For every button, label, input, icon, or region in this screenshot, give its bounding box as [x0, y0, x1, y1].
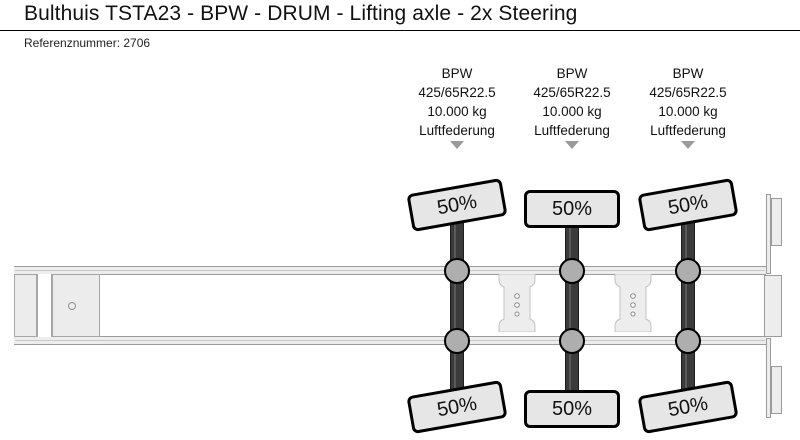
- axle-2-capacity: 10.000 kg: [542, 104, 602, 119]
- axle-3-shaft-middle: [681, 272, 695, 338]
- axle-1-shaft-middle: [450, 272, 464, 338]
- reference-number: Referenznummer: 2706: [24, 36, 151, 50]
- axle-2-brand: BPW: [556, 66, 588, 81]
- axle-1-hub-top: [444, 258, 470, 284]
- chassis-rail-bottom-seam: [15, 340, 765, 341]
- kingpin-plate: [52, 274, 100, 337]
- axle-3-capacity: 10.000 kg: [658, 104, 718, 119]
- axle-2-hub-top: [559, 258, 585, 284]
- axle-3-tread-label-bottom: 50%: [637, 379, 739, 435]
- axle-spec-3: BPW 425/65R22.5 10.000 kg Luftfederung: [629, 64, 747, 149]
- rear-frame-upright-bottom: [766, 338, 771, 418]
- axle-3-tyre-size: 425/65R22.5: [649, 85, 727, 100]
- rear-frame-upright-top: [766, 194, 771, 274]
- axle-spec-2: BPW 425/65R22.5 10.000 kg Luftfederung: [513, 64, 631, 149]
- axle-3-hub-bottom: [675, 328, 701, 354]
- kingpin-hole-icon: [68, 302, 76, 310]
- axle-1-suspension: Luftfederung: [419, 123, 495, 138]
- axle-1-brand: BPW: [441, 66, 473, 81]
- axle-1-tread-label-top: 50%: [406, 177, 508, 233]
- rear-bumper-plate-bottom: [771, 366, 782, 414]
- axle-1-tread-label-bottom: 50%: [406, 379, 508, 435]
- chassis-rail-top-seam: [15, 270, 765, 271]
- down-arrow-icon: [565, 141, 579, 149]
- axle-3-suspension: Luftfederung: [650, 123, 726, 138]
- axle-2-tread-label-top: 50%: [524, 190, 620, 228]
- axle-spec-1: BPW 425/65R22.5 10.000 kg Luftfederung: [398, 64, 516, 149]
- axle-2-hub-bottom: [559, 328, 585, 354]
- axle-1-hub-bottom: [444, 328, 470, 354]
- page-title: Bulthuis TSTA23 - BPW - DRUM - Lifting a…: [24, 2, 578, 25]
- axle-2-tyre-size: 425/65R22.5: [533, 85, 611, 100]
- front-plate-left: [14, 274, 37, 337]
- suspension-hanger-2: [613, 274, 653, 332]
- header-divider: [0, 30, 800, 31]
- rear-frame-center-post: [764, 275, 782, 337]
- down-arrow-icon: [681, 141, 695, 149]
- suspension-hanger-1: [497, 274, 537, 332]
- axle-1-capacity: 10.000 kg: [427, 104, 487, 119]
- axle-3-tread-label-top: 50%: [637, 177, 739, 233]
- axle-3-brand: BPW: [672, 66, 704, 81]
- header: Bulthuis TSTA23 - BPW - DRUM - Lifting a…: [0, 0, 800, 56]
- rear-bumper-plate-top: [771, 198, 782, 246]
- front-plate-gap: [37, 274, 52, 337]
- axle-3-hub-top: [675, 258, 701, 284]
- axle-2-suspension: Luftfederung: [534, 123, 610, 138]
- axle-2-tread-label-bottom: 50%: [524, 390, 620, 428]
- down-arrow-icon: [450, 141, 464, 149]
- axle-2-shaft-middle: [565, 272, 579, 338]
- axle-1-tyre-size: 425/65R22.5: [418, 85, 496, 100]
